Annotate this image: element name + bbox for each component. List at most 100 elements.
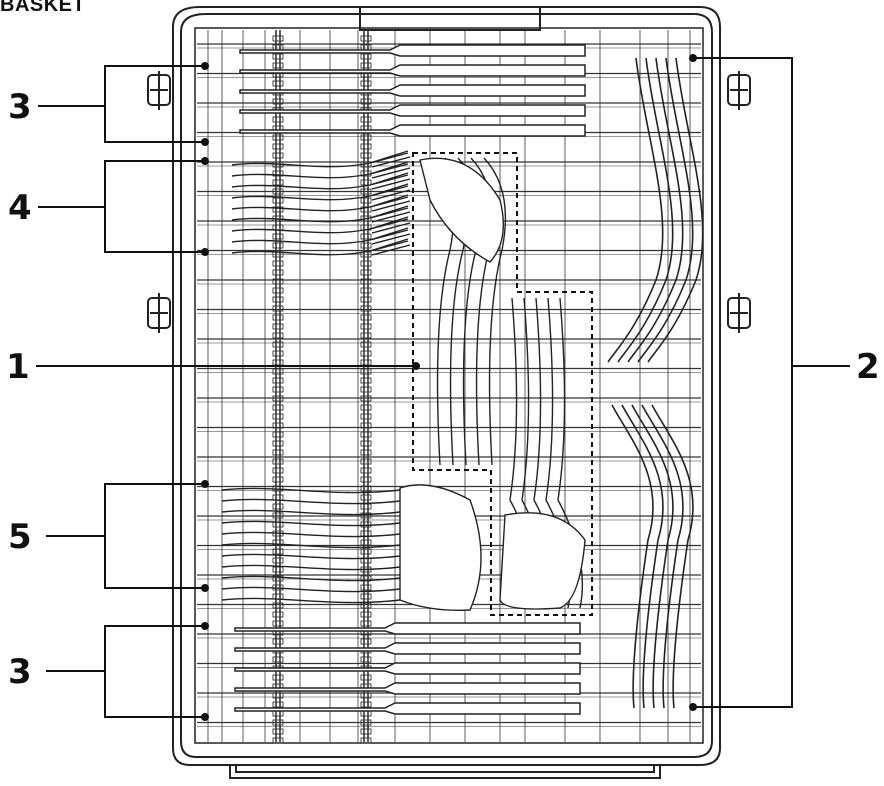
- rail-bead: [360, 323, 372, 330]
- rail-bead: [272, 305, 284, 312]
- knife: [239, 64, 586, 77]
- knife: [239, 124, 586, 137]
- rail-bead: [272, 602, 284, 609]
- ladle-handle: [651, 404, 694, 709]
- fork-tine: [369, 183, 411, 201]
- callout-dot: [201, 584, 209, 592]
- rail-bead: [360, 188, 372, 195]
- knife: [239, 104, 586, 117]
- rail-bead: [272, 80, 284, 87]
- fork-handle: [231, 229, 409, 245]
- fork-tine: [369, 161, 411, 179]
- rail-bead: [360, 467, 372, 474]
- fork-handle: [231, 152, 409, 168]
- callout-dot: [201, 62, 209, 70]
- rail-bead: [360, 116, 372, 123]
- rail-bead: [360, 359, 372, 366]
- rail-bead: [272, 512, 284, 519]
- rail-bead: [272, 557, 284, 564]
- ladle-handle: [647, 57, 704, 363]
- rail-bead: [272, 233, 284, 240]
- zone-1-outline: [412, 152, 593, 616]
- center-utensil-group: [419, 157, 586, 610]
- fork-tine: [369, 172, 411, 190]
- wheel-mid-left: [147, 293, 171, 333]
- ladle-handle: [617, 57, 674, 363]
- spoon-handle: [221, 487, 401, 494]
- rail-bead: [360, 197, 372, 204]
- rail-bead: [272, 287, 284, 294]
- spoon-handle: [221, 597, 401, 604]
- rail-bead: [360, 341, 372, 348]
- callout-label-1: 1: [6, 347, 30, 387]
- rail-bead: [360, 35, 372, 42]
- rail-bead: [272, 656, 284, 663]
- rail-bead: [272, 620, 284, 627]
- rail-bead: [360, 377, 372, 384]
- rail-bead: [360, 719, 372, 726]
- rail-bead: [360, 62, 372, 69]
- rail-bead: [272, 422, 284, 429]
- rail-bead: [360, 440, 372, 447]
- spoon-handle: [221, 542, 401, 549]
- callout-dot: [201, 480, 209, 488]
- rail-bead: [272, 575, 284, 582]
- callout-dot: [689, 703, 697, 711]
- rail-bead: [272, 323, 284, 330]
- rail-bead: [272, 332, 284, 339]
- rail-bead: [360, 233, 372, 240]
- rail-bead: [272, 197, 284, 204]
- rail-bead: [360, 53, 372, 60]
- wheel-mid-right: [727, 293, 751, 333]
- callout-bracket-5: [104, 483, 205, 589]
- spoon-group: [221, 484, 482, 611]
- spoon-handle: [221, 520, 401, 527]
- rail-bead: [360, 215, 372, 222]
- rail-bead: [360, 413, 372, 420]
- center-spoon: [557, 297, 584, 609]
- callout-dot: [201, 713, 209, 721]
- rail-bead: [360, 314, 372, 321]
- rail-bead: [360, 386, 372, 393]
- rail-bead: [272, 179, 284, 186]
- ladle-handle: [637, 57, 694, 363]
- rail-bead: [360, 287, 372, 294]
- rail-bead: [360, 530, 372, 537]
- rail-bead: [272, 728, 284, 735]
- rail-bead: [272, 404, 284, 411]
- spoon-bowl: [399, 484, 482, 611]
- spoon-handle: [221, 564, 401, 571]
- ladle-handle: [631, 404, 674, 709]
- rail-bead: [360, 305, 372, 312]
- rail-bead: [360, 332, 372, 339]
- callout-dot: [201, 622, 209, 630]
- callout-bracket-3-top: [104, 65, 205, 143]
- callout-label-4: 4: [8, 188, 32, 228]
- callout-dot: [201, 138, 209, 146]
- diagram-caption: BASKET: [0, 0, 86, 16]
- rail-bead: [272, 377, 284, 384]
- rail-bead: [272, 674, 284, 681]
- rail-bead: [360, 395, 372, 402]
- basket-inner-frame: [180, 13, 713, 758]
- rail-bead: [360, 584, 372, 591]
- rail-bead: [360, 521, 372, 528]
- rail-bead: [360, 242, 372, 249]
- rail-bead: [360, 80, 372, 87]
- fork-group: [231, 150, 411, 256]
- knife: [234, 622, 581, 635]
- ladle-handle: [611, 404, 654, 709]
- rail-bead: [272, 494, 284, 501]
- callout-bracket-4: [104, 160, 205, 253]
- rail-bead: [272, 143, 284, 150]
- rail-bead: [360, 431, 372, 438]
- callout-label-2: 2: [856, 347, 880, 387]
- fork-tine: [369, 227, 411, 245]
- rail-bead: [360, 638, 372, 645]
- knife-group-top: [239, 44, 586, 137]
- rail-bead: [360, 143, 372, 150]
- fork-tine: [369, 216, 411, 234]
- rail-bead: [272, 611, 284, 618]
- basket-foot: [229, 765, 661, 779]
- rail-bead: [272, 440, 284, 447]
